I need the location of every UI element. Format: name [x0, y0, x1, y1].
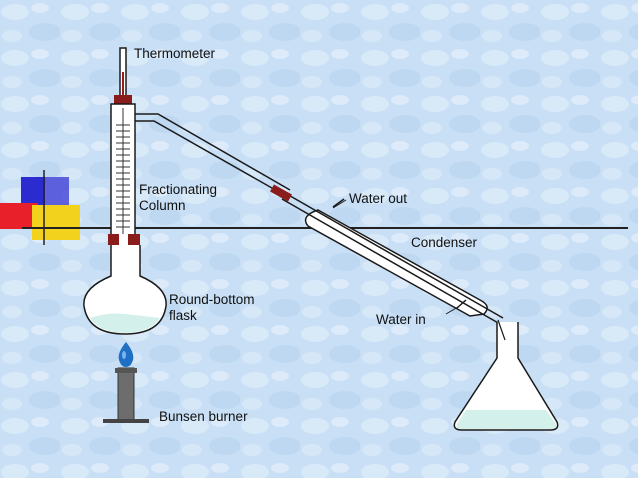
condenser-label: Condenser — [411, 235, 478, 250]
thermometer-stopper — [114, 95, 132, 105]
column-packing — [116, 124, 130, 228]
deco-yellow-square — [32, 205, 80, 240]
receiving-flask — [453, 319, 559, 431]
water-out-label: Water out — [349, 191, 408, 206]
label-leaders — [332, 199, 459, 315]
flame — [118, 342, 134, 367]
round-bottom-label-line2: flask — [169, 308, 197, 323]
burner-base — [103, 419, 149, 423]
decorative-squares — [0, 170, 80, 245]
burner-barrel — [117, 367, 135, 421]
burner-collar — [115, 368, 137, 373]
side-arm — [135, 113, 291, 197]
fractionating-column — [108, 103, 140, 245]
bunsen-burner-label: Bunsen burner — [159, 409, 248, 424]
water-in-port — [456, 299, 467, 309]
fractionating-label-line1: Fractionating — [139, 182, 218, 197]
drip-tube — [497, 319, 506, 341]
water-in-label: Water in — [376, 312, 426, 327]
deco-red-square — [0, 203, 38, 229]
thermometer-label: Thermometer — [134, 46, 216, 61]
water-out-port — [332, 198, 345, 208]
condenser-joint — [270, 184, 292, 202]
bunsen-burner — [103, 342, 149, 423]
receiving-flask-liquid — [456, 410, 557, 429]
fractionating-label-line2: Column — [139, 198, 186, 213]
flask-liquid — [90, 313, 160, 333]
deco-blue-square — [21, 177, 45, 205]
round-bottom-label-line1: Round-bottom — [169, 292, 255, 307]
round-bottom-flask — [83, 245, 167, 335]
deco-blue-light-square — [45, 177, 69, 205]
condenser — [270, 184, 504, 325]
